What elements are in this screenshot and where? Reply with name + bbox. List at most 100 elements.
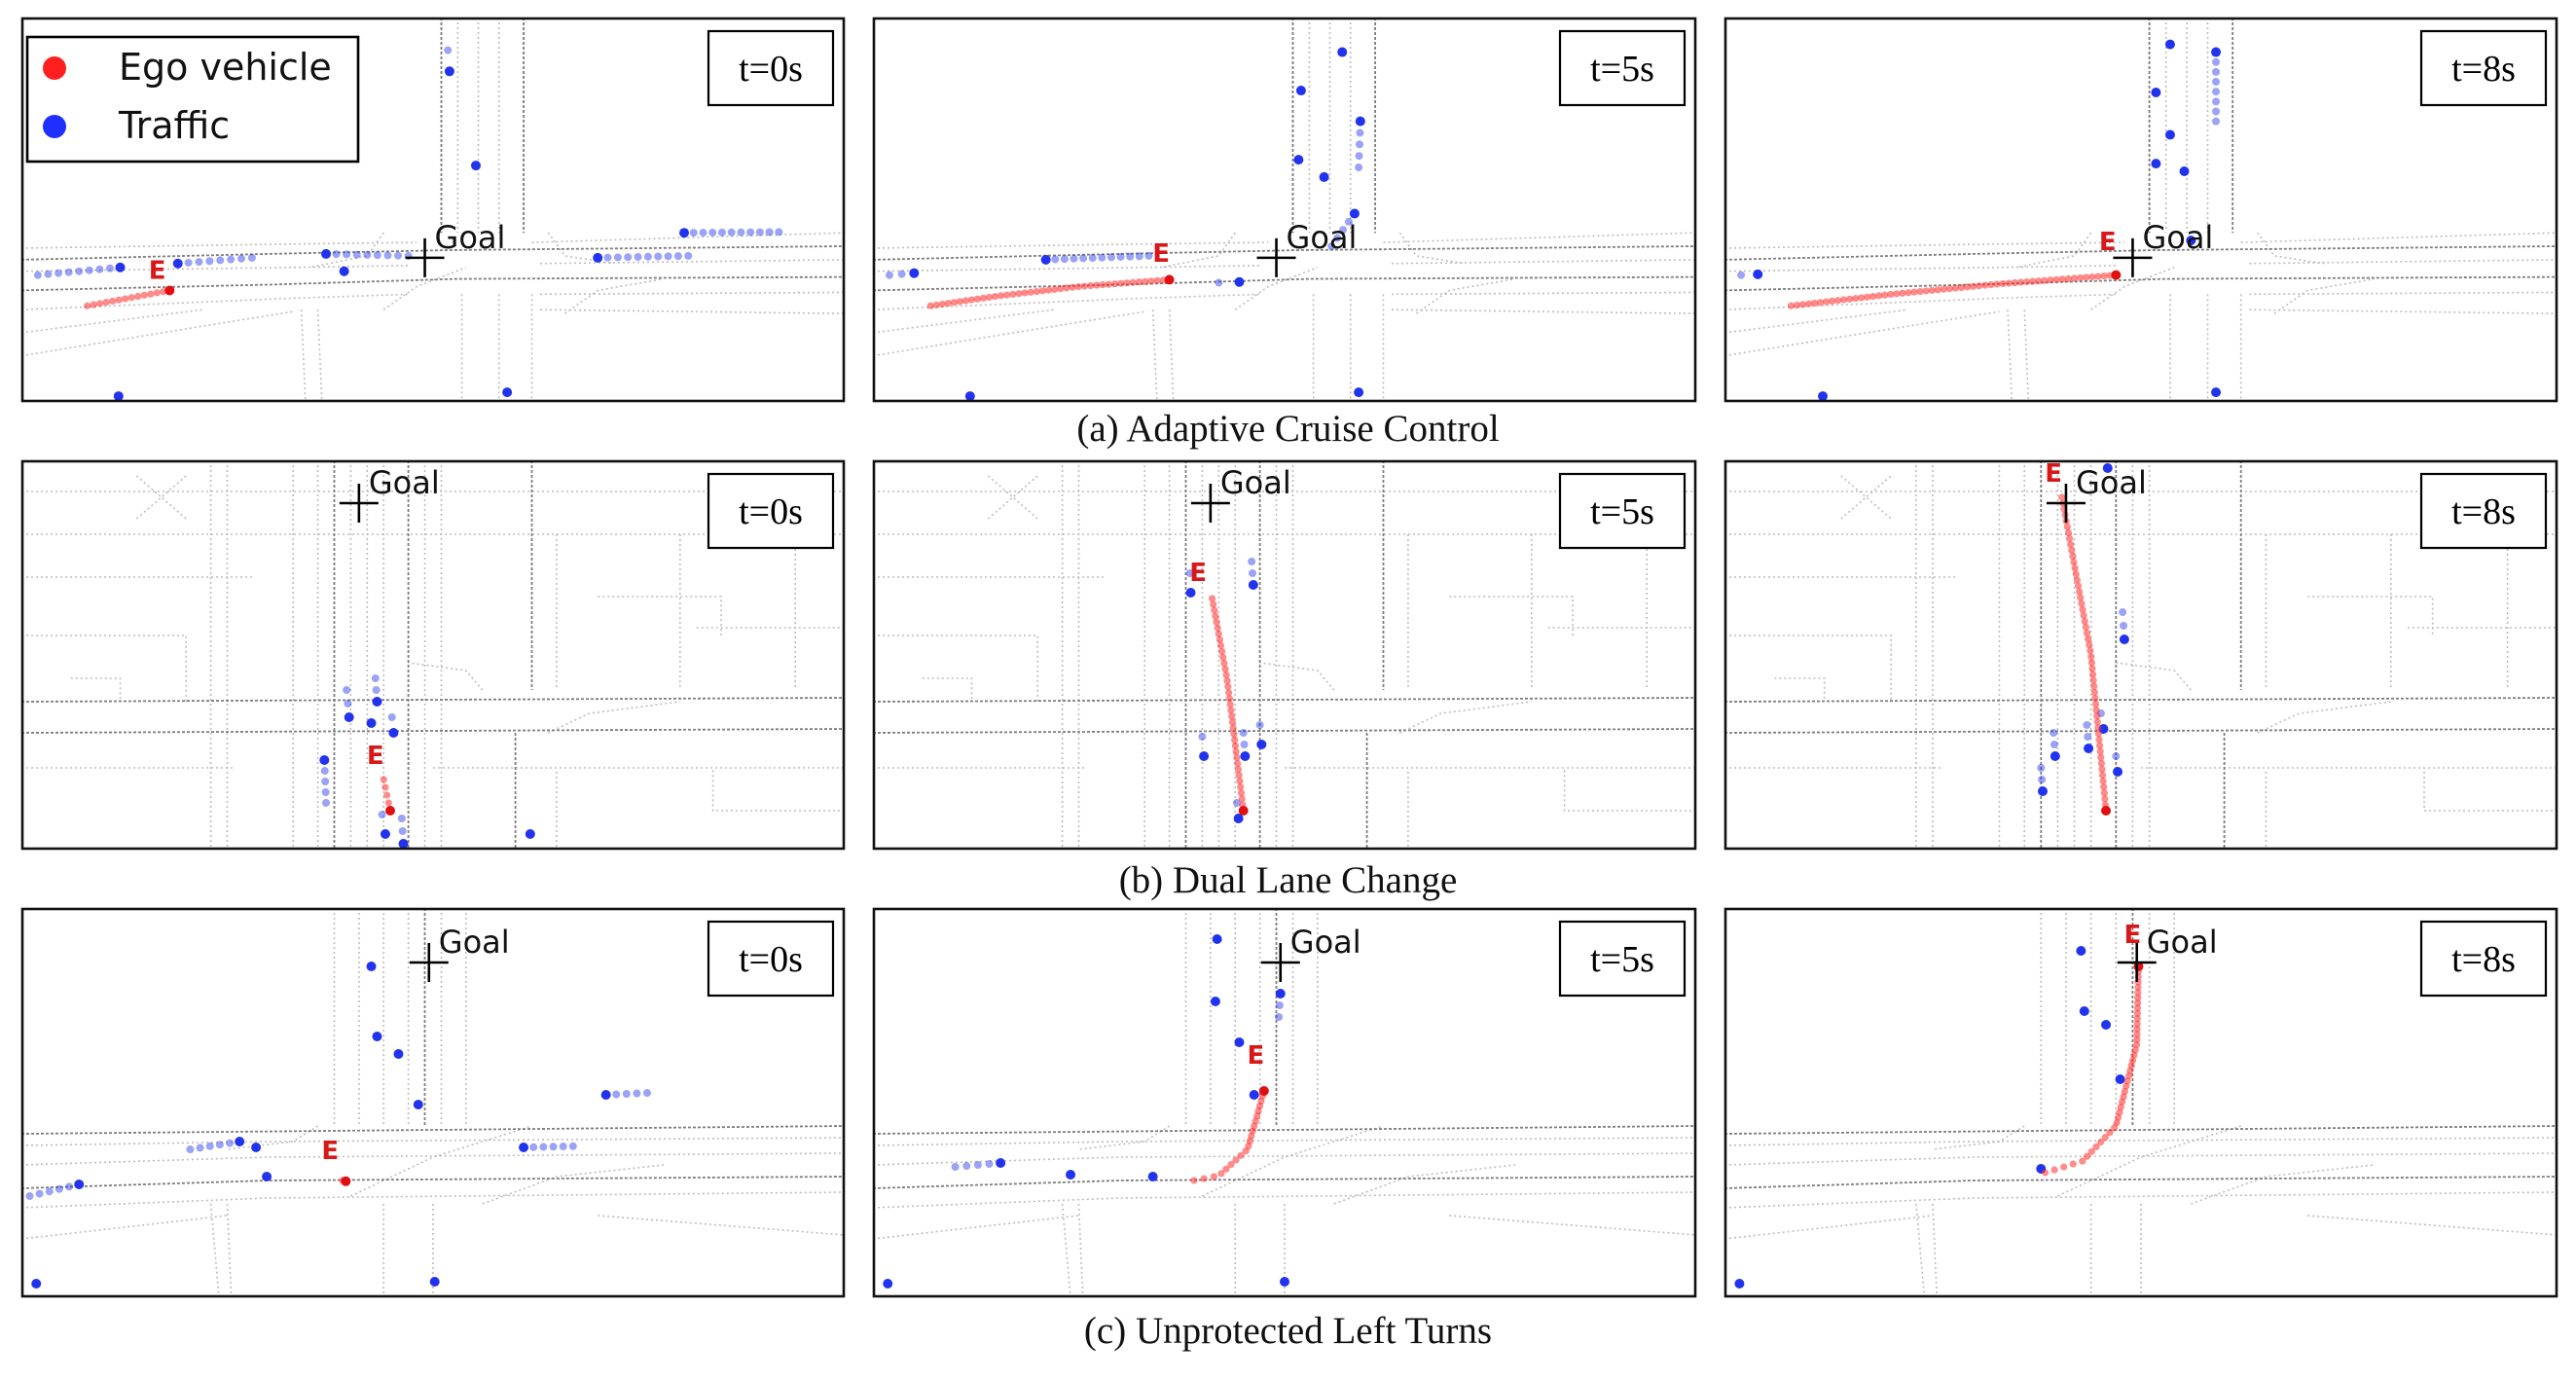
ego-trail-point — [1793, 301, 1801, 309]
ego-trail-point — [1231, 742, 1240, 749]
traffic-vehicle — [2119, 635, 2129, 644]
traffic-trail-point — [2212, 107, 2221, 116]
ego-trail-point — [2133, 1025, 2141, 1034]
road-line — [873, 697, 1696, 703]
ego-trail-point — [1804, 300, 1813, 308]
ego-trail-point — [1087, 281, 1095, 290]
traffic-trail-point — [985, 1160, 994, 1168]
ego-trail-point — [1981, 281, 1989, 289]
traffic-trail — [1737, 269, 1763, 279]
traffic-trail — [444, 46, 454, 77]
traffic-trail-point — [186, 1145, 195, 1153]
ego-label: E — [367, 742, 384, 771]
ego-trail-point — [1215, 636, 1224, 643]
ego-trail-point — [2070, 559, 2078, 566]
traffic-trail-point — [559, 1143, 567, 1151]
ego-trail-point — [1153, 276, 1161, 284]
goal-label: Goal — [2076, 464, 2147, 501]
ego-trail-point — [2074, 582, 2083, 590]
ego-trail-point — [2077, 273, 2085, 282]
traffic-vehicle — [2079, 1006, 2089, 1016]
ego-trail-point — [1999, 279, 2007, 288]
ego-trail-point — [2097, 1138, 2105, 1146]
ego-trail-point — [1951, 284, 1960, 292]
ego-trail-point — [1893, 290, 1901, 298]
traffic-trail — [600, 1089, 651, 1100]
road-line — [1840, 475, 1892, 520]
traffic-trail-point — [1198, 733, 1207, 741]
ego-trail-point — [1214, 624, 1221, 632]
ego-trajectory — [1787, 270, 2122, 309]
road-line — [873, 1215, 1079, 1240]
traffic-trail-point — [1255, 721, 1264, 729]
traffic-trail — [2119, 608, 2129, 644]
ego-trail-point — [2086, 647, 2094, 655]
traffic-trail-point — [33, 271, 42, 279]
traffic-trail — [413, 1100, 423, 1109]
traffic-trail-point — [568, 1142, 577, 1150]
traffic-vehicle — [1233, 814, 1244, 823]
ego-trail-point — [2133, 1009, 2141, 1017]
traffic-trail-point — [1275, 1001, 1284, 1009]
traffic-trail-point — [633, 1089, 641, 1098]
ego-trail-point — [2094, 272, 2102, 280]
time-label-box: t=5s — [1558, 472, 1687, 550]
ego-label: E — [1248, 1041, 1265, 1071]
ego-trail-point — [2083, 273, 2090, 281]
ego-trail-point — [1798, 301, 1807, 309]
ego-trail-point — [1910, 288, 1918, 296]
traffic-trail — [319, 755, 331, 807]
ego-trail-point — [127, 294, 135, 302]
traffic-trail — [1818, 391, 1829, 402]
time-label: t=5s — [1590, 491, 1654, 532]
road-line — [209, 1203, 220, 1297]
road-line — [2057, 1125, 2241, 1197]
traffic-vehicle — [909, 268, 920, 278]
ego-trail-point — [90, 301, 97, 309]
time-label-box: t=5s — [1558, 29, 1687, 107]
traffic-trail-point — [2112, 752, 2121, 760]
time-label-box: t=8s — [2419, 472, 2548, 550]
ego-trail-point — [2133, 1031, 2141, 1038]
traffic-trail-point — [1240, 741, 1249, 748]
panel-frame — [1723, 17, 2558, 403]
traffic-trail-point — [1327, 242, 1336, 251]
traffic-vehicle — [1210, 997, 1220, 1006]
ego-trail-point — [1135, 278, 1143, 286]
traffic-trail — [1327, 208, 1360, 251]
traffic-trail — [1293, 155, 1304, 165]
traffic-trail-point — [85, 266, 93, 274]
traffic-trail-point — [1339, 226, 1348, 235]
traffic-trail-point — [237, 254, 246, 263]
traffic-trail — [2076, 946, 2086, 956]
traffic-vehicle — [339, 266, 349, 276]
ego-trail-point — [2064, 274, 2072, 282]
traffic-trail-point — [2119, 608, 2127, 616]
ego-trail-point — [84, 302, 91, 309]
traffic-vehicle — [1280, 1277, 1289, 1287]
ego-trail-point — [1218, 647, 1226, 656]
road-line — [1724, 275, 2558, 292]
ego-trail-point — [1970, 282, 1977, 290]
ego-trail-point — [2088, 671, 2097, 678]
goal-label: Goal — [2142, 219, 2213, 256]
traffic-trail — [339, 266, 349, 276]
ego-trail-point — [985, 293, 994, 302]
ego-trail-point — [2094, 730, 2103, 738]
traffic-trail-point — [1248, 558, 1256, 565]
traffic-trail-point — [727, 228, 736, 236]
traffic-trail-point — [2212, 57, 2221, 66]
road-line — [135, 475, 187, 520]
traffic-trail — [1354, 387, 1364, 398]
traffic-trail-point — [613, 253, 622, 262]
ego-trail-point — [2091, 694, 2099, 703]
traffic-vehicle — [1212, 934, 1222, 944]
road-line — [2273, 277, 2375, 314]
traffic-vehicle — [2101, 1020, 2112, 1030]
road-line — [1724, 1137, 2558, 1146]
ego-trail-point — [2077, 594, 2085, 601]
road-line — [70, 677, 122, 702]
ego-trail-point — [96, 300, 104, 308]
